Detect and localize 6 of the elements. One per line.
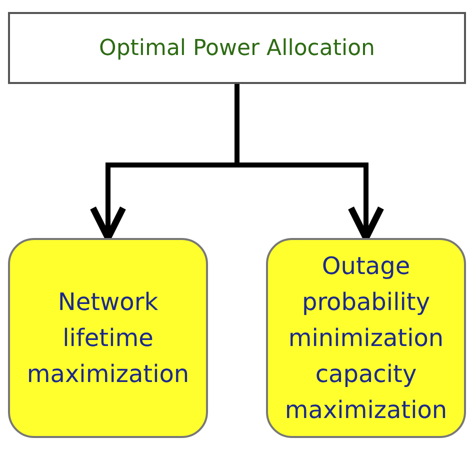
- box-text: Outage probability minimization capacity maximization: [284, 251, 448, 426]
- rounded-box: [8, 238, 208, 438]
- rounded-box: [266, 238, 466, 438]
- title-box: [8, 12, 466, 84]
- box-text: Network lifetime maximization: [26, 287, 190, 390]
- box-text: Optimal Power Allocation: [99, 36, 375, 60]
